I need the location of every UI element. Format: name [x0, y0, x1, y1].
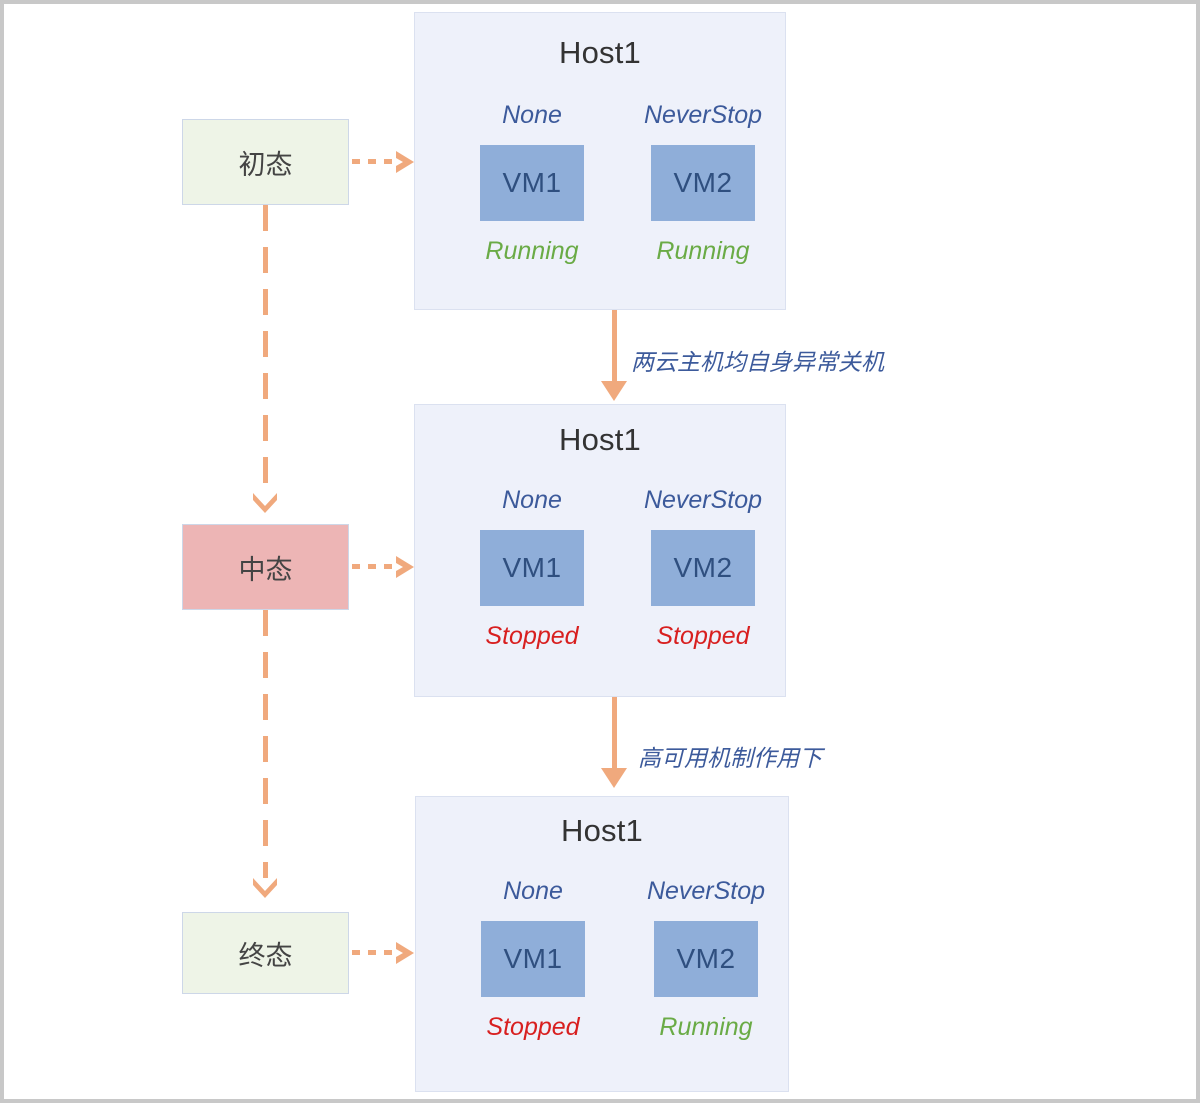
arrowhead-initial-to-stage1: [394, 149, 418, 175]
arrowhead-stage2-to-stage3: [601, 768, 627, 788]
vm-chip-stage-1-vm1[interactable]: VM1: [480, 145, 584, 221]
arrowhead-stage1-to-stage2: [601, 381, 627, 401]
vm-status-stage-2-vm1: Stopped: [485, 622, 579, 650]
host-title-stage-2: Host1: [559, 422, 641, 457]
host-title-stage-1: Host1: [559, 35, 641, 70]
vm-chip-stage-2-vm1[interactable]: VM1: [480, 530, 584, 606]
host-title-stage-3: Host1: [561, 813, 643, 848]
vm-column-stage-3-vm1: None VM1 Stopped: [458, 879, 608, 1040]
host-box-stage-3[interactable]: Host1 None VM1 Stopped NeverStop VM2 Run…: [415, 796, 789, 1092]
state-box-initial[interactable]: 初态: [182, 119, 349, 205]
transition-label-1: 两云主机均自身异常关机: [631, 349, 884, 375]
vm-column-stage-1-vm1: None VM1 Running: [457, 103, 607, 264]
arrowhead-middle-to-stage2: [394, 554, 418, 580]
arrowhead-final-to-stage3: [394, 940, 418, 966]
transition-label-2: 高可用机制作用下: [638, 745, 822, 771]
connector-initial-to-stage1: [352, 159, 397, 164]
vm-policy-stage-1-vm2: NeverStop: [643, 101, 763, 129]
vm-chip-stage-3-vm2[interactable]: VM2: [654, 921, 758, 997]
connector-stage2-to-stage3: [612, 697, 617, 769]
vm-policy-stage-3-vm2: NeverStop: [646, 877, 766, 905]
state-label-middle: 中态: [238, 554, 293, 585]
state-box-final[interactable]: 终态: [182, 912, 349, 994]
vm-status-stage-3-vm1: Stopped: [486, 1013, 580, 1041]
state-label-initial: 初态: [238, 149, 293, 180]
vm-policy-stage-1-vm1: None: [502, 101, 562, 129]
vm-policy-stage-3-vm1: None: [503, 877, 563, 905]
vm-status-stage-2-vm2: Stopped: [656, 622, 750, 650]
host-box-stage-1[interactable]: Host1 None VM1 Running NeverStop VM2 Run…: [414, 12, 786, 310]
vm-status-stage-3-vm2: Running: [659, 1013, 753, 1041]
vm-status-stage-1-vm1: Running: [485, 237, 579, 265]
vm-column-stage-3-vm2: NeverStop VM2 Running: [631, 879, 781, 1040]
vm-policy-stage-2-vm2: NeverStop: [643, 486, 763, 514]
vm-policy-stage-2-vm1: None: [502, 486, 562, 514]
arrowhead-middle-to-final: [252, 877, 278, 899]
connector-middle-to-stage2: [352, 564, 397, 569]
host-box-stage-2[interactable]: Host1 None VM1 Stopped NeverStop VM2 Sto…: [414, 404, 786, 697]
connector-final-to-stage3: [352, 950, 397, 955]
vm-column-stage-1-vm2: NeverStop VM2 Running: [628, 103, 778, 264]
connector-middle-to-final: [263, 610, 268, 878]
vm-status-stage-1-vm2: Running: [656, 237, 750, 265]
vm-chip-stage-3-vm1[interactable]: VM1: [481, 921, 585, 997]
connector-stage1-to-stage2: [612, 310, 617, 382]
state-box-middle[interactable]: 中态: [182, 524, 349, 610]
connector-initial-to-middle: [263, 205, 268, 493]
arrowhead-initial-to-middle: [252, 492, 278, 514]
vm-column-stage-2-vm1: None VM1 Stopped: [457, 488, 607, 649]
vm-chip-stage-2-vm2[interactable]: VM2: [651, 530, 755, 606]
vm-column-stage-2-vm2: NeverStop VM2 Stopped: [628, 488, 778, 649]
vm-chip-stage-1-vm2[interactable]: VM2: [651, 145, 755, 221]
state-label-final: 终态: [238, 940, 293, 971]
